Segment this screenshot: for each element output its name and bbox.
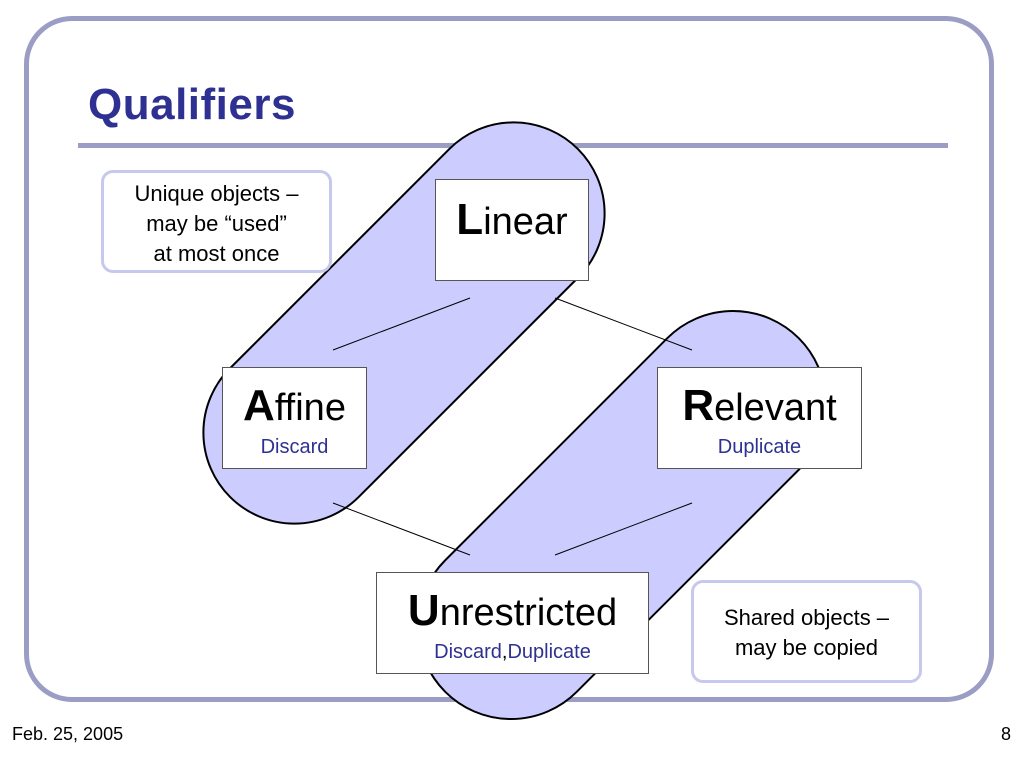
affine-node: Affine Discard [222,367,367,469]
unique-callout-line-2: may be “used” [146,211,287,236]
shared-callout-line-2: may be copied [734,635,879,660]
affine-label: Affine [243,381,346,430]
linear-node: Linear [435,179,589,281]
unique-callout-line-3: at most once [153,241,280,266]
unrestricted-label: Unrestricted [407,586,618,635]
footer-date: Feb. 25, 2005 [12,724,124,744]
relevant-label: Relevant [682,381,837,430]
unrestricted-operations: Discard,Duplicate [434,641,591,663]
relevant-node: Relevant Duplicate [657,367,862,469]
linear-label: Linear [456,195,568,244]
relevant-operations: Duplicate [717,436,802,458]
edge-linear-relevant [554,297,693,351]
edge-relevant-unrestricted [554,502,693,556]
affine-operations: Discard [260,436,329,458]
unrestricted-node: Unrestricted Discard,Duplicate [376,572,649,674]
edge-affine-unrestricted [332,502,471,556]
shared-objects-callout: Shared objects – may be copied [691,580,922,683]
unique-callout-line-1: Unique objects – [134,181,299,206]
edge-linear-affine [332,297,471,351]
slide-title: Qualifiers [88,80,296,129]
unique-objects-callout: Unique objects – may be “used” at most o… [101,170,332,273]
page-number: 8 [1001,724,1012,744]
shared-callout-line-1: Shared objects – [723,605,890,630]
